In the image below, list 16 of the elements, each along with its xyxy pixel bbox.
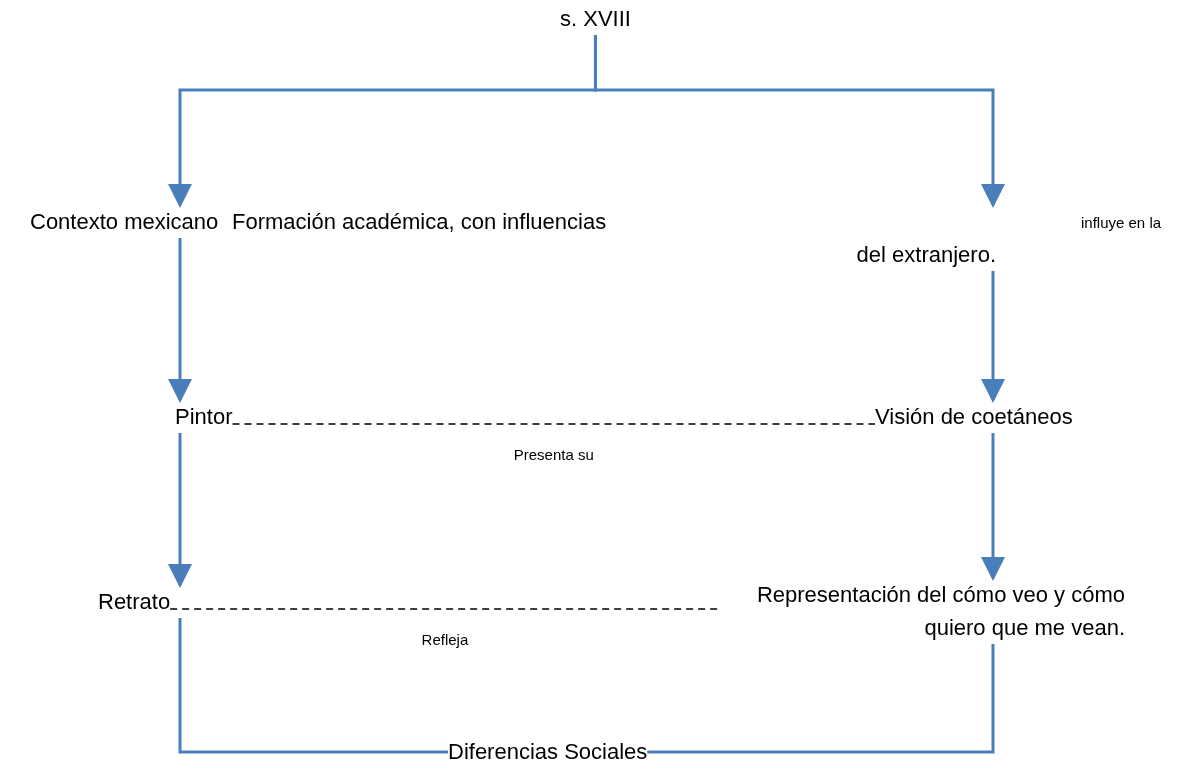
connector-line — [647, 644, 995, 754]
arrow — [593, 35, 1005, 208]
arrow — [168, 238, 192, 403]
concept-text: s. XVIII — [560, 2, 631, 35]
concept-text: Contexto mexicano — [30, 205, 219, 238]
arrow — [981, 433, 1005, 581]
concept-text: Pintor — [175, 400, 233, 433]
connector-line — [178, 618, 448, 754]
concept-text: Diferencias Sociales — [448, 735, 648, 768]
concept-text: Formación académica, con influencias del extranjero. — [232, 205, 996, 271]
arrow — [168, 433, 192, 588]
dashed-connector — [231, 423, 876, 425]
arrow — [981, 271, 1005, 403]
concept-text: Representación del cómo veo y cómo quiero que me vean. — [720, 578, 1145, 644]
concept-text: Retrato — [98, 585, 171, 618]
concept-text: Visión de coetáneos — [875, 400, 1073, 433]
